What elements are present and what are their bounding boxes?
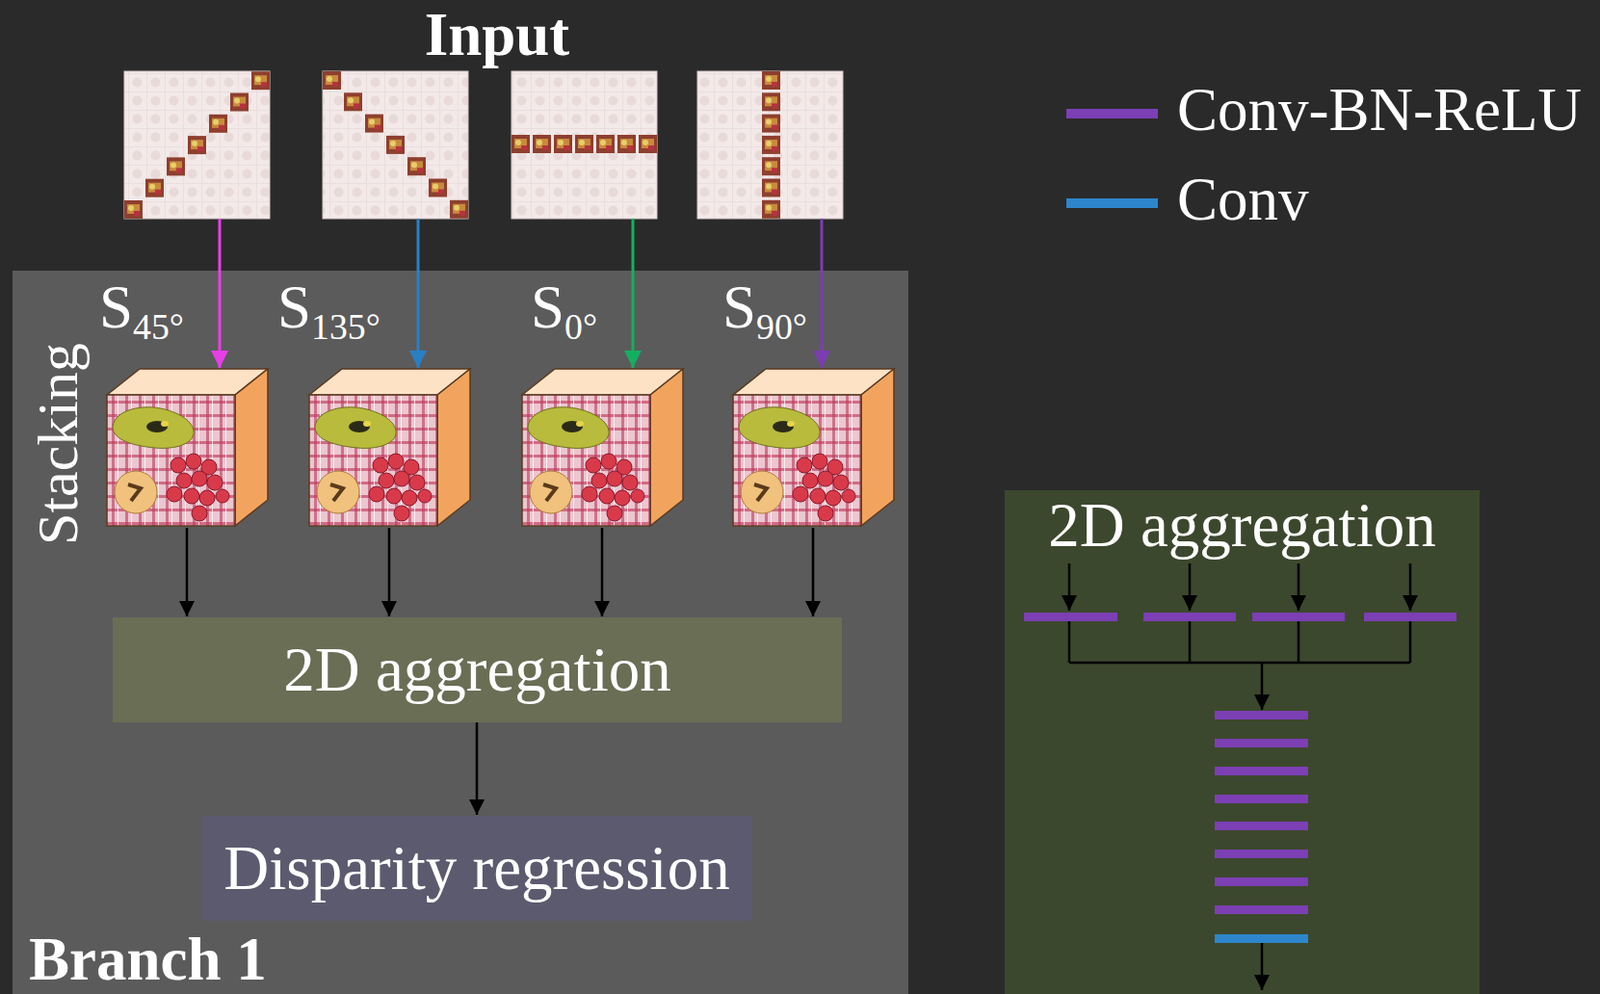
view-patch <box>124 200 143 219</box>
label-holder: Input <box>424 4 571 66</box>
view-patch <box>761 92 781 111</box>
legend-swatch <box>1066 108 1158 119</box>
stack-label: S135° <box>277 277 381 346</box>
view-patch <box>166 157 185 176</box>
view-patch <box>449 200 469 219</box>
volume-arrows <box>186 527 814 617</box>
stack-label: S90° <box>722 277 808 346</box>
view-patch <box>761 71 781 90</box>
view-patch <box>761 200 781 219</box>
view-patch <box>187 135 207 155</box>
view-patch <box>761 157 781 176</box>
view-patch <box>532 134 551 154</box>
legend-row: Conv-BN-ReLU <box>1066 78 1582 141</box>
view-patch <box>145 179 164 198</box>
legend-swatch <box>1066 198 1158 209</box>
view-patch <box>617 134 636 154</box>
view-patch <box>251 71 270 90</box>
view-patch <box>407 157 426 176</box>
view-patch <box>761 114 781 133</box>
view-patch <box>428 179 447 198</box>
label-subscript: 0° <box>564 306 598 347</box>
label-main: S <box>99 273 133 341</box>
input-arrows <box>219 218 822 368</box>
view-patch <box>553 134 573 154</box>
aggregation-detail <box>1023 563 1457 991</box>
stacked-volumes <box>106 368 894 526</box>
process-box: Disparity regression <box>202 815 752 921</box>
input-heading: Input <box>424 4 571 66</box>
view-patch <box>638 134 657 154</box>
panel-title: 2D aggregation <box>1048 492 1437 558</box>
stack-label: S0° <box>530 277 598 346</box>
legend-row: Conv <box>1066 168 1310 231</box>
view-patch <box>761 179 781 198</box>
view-patch <box>230 93 249 112</box>
label-subscript: 90° <box>756 306 808 347</box>
label-holder: S90° <box>722 277 808 346</box>
label-holder: S0° <box>530 277 598 346</box>
label-subscript: 45° <box>132 306 184 347</box>
flow-arrow <box>475 722 479 815</box>
legend-text: Conv-BN-ReLU <box>1177 79 1582 141</box>
view-patch <box>761 135 781 155</box>
view-patch <box>209 114 228 133</box>
view-patch <box>343 92 363 111</box>
label-holder: S45° <box>99 277 184 346</box>
box-label: Disparity regression <box>223 835 730 901</box>
view-patch <box>365 114 384 133</box>
process-box: 2D aggregation <box>112 617 842 723</box>
input-images <box>124 71 843 219</box>
view-patch <box>511 134 530 154</box>
label-holder: Stacking <box>28 342 87 546</box>
panel-title: Branch 1 <box>28 927 267 992</box>
stack-label: S45° <box>99 277 184 346</box>
label-subscript: 135° <box>311 306 381 347</box>
label-main: S <box>530 273 565 341</box>
legend-text: Conv <box>1177 169 1310 231</box>
view-patch <box>322 71 341 90</box>
box-label: 2D aggregation <box>283 636 672 703</box>
label-holder: S135° <box>277 277 381 346</box>
view-patch <box>596 134 615 154</box>
view-patch <box>386 135 405 155</box>
stage-label: Stacking <box>28 342 87 546</box>
view-patch <box>575 134 594 154</box>
label-main: S <box>722 273 757 341</box>
label-main: S <box>277 273 312 341</box>
